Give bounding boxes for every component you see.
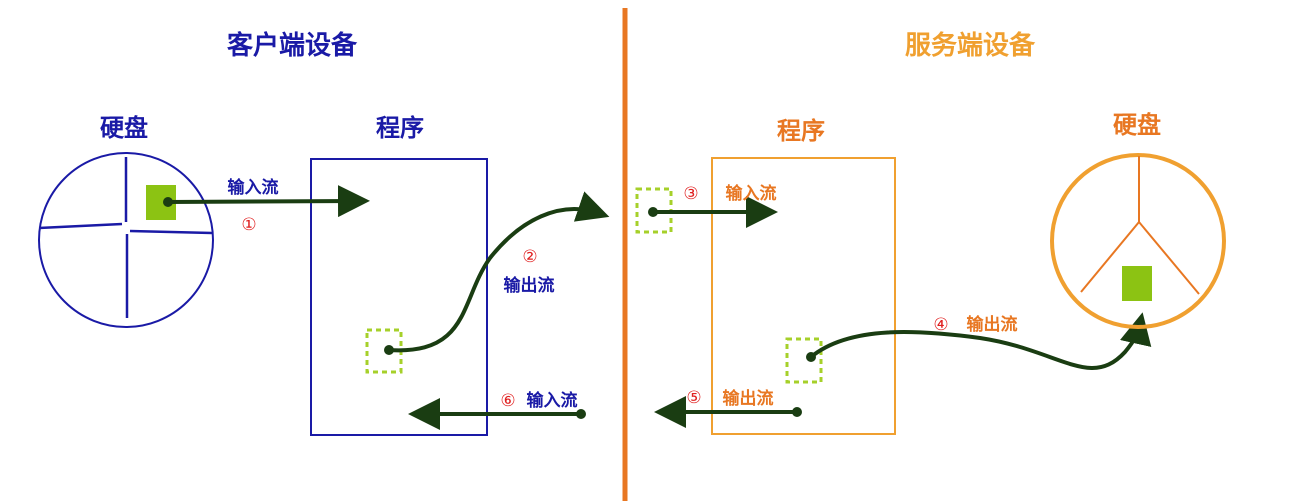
server-title: 服务端设备 <box>905 31 1036 61</box>
server-program-buffer <box>785 337 823 384</box>
input-stream-label-3: 输入流 <box>726 183 777 204</box>
client-disk-label: 硬盘 <box>100 114 148 142</box>
arrow-step-4 <box>806 312 1152 370</box>
input-stream-label-6: 输入流 <box>527 390 578 411</box>
server-data-block <box>1122 266 1152 301</box>
client-program-label: 程序 <box>376 114 424 142</box>
step-5-badge: ⑤ <box>686 388 701 408</box>
server-program-box <box>711 157 896 435</box>
output-stream-label-5: 输出流 <box>723 388 774 409</box>
server-disk <box>1050 153 1226 329</box>
arrow-step-3 <box>648 196 778 228</box>
client-title: 客户端设备 <box>227 30 358 61</box>
arrow-step-1 <box>163 185 370 218</box>
arrow-step-5 <box>654 396 802 428</box>
output-stream-label-2: 输出流 <box>504 275 555 296</box>
input-stream-label-1: 输入流 <box>228 177 279 198</box>
step-2-badge: ② <box>522 247 537 267</box>
arrow-step-6 <box>408 398 586 430</box>
step-1-badge: ① <box>241 215 256 235</box>
step-4-badge: ④ <box>933 315 948 335</box>
step-3-badge: ③ <box>683 184 698 204</box>
step-6-badge: ⑥ <box>500 391 515 411</box>
output-stream-label-4: 输出流 <box>967 314 1018 335</box>
client-program-box <box>310 158 488 436</box>
server-disk-label: 硬盘 <box>1113 111 1161 139</box>
server-program-label: 程序 <box>777 117 825 145</box>
client-disk <box>38 152 214 328</box>
arrow-step-2 <box>384 191 610 355</box>
